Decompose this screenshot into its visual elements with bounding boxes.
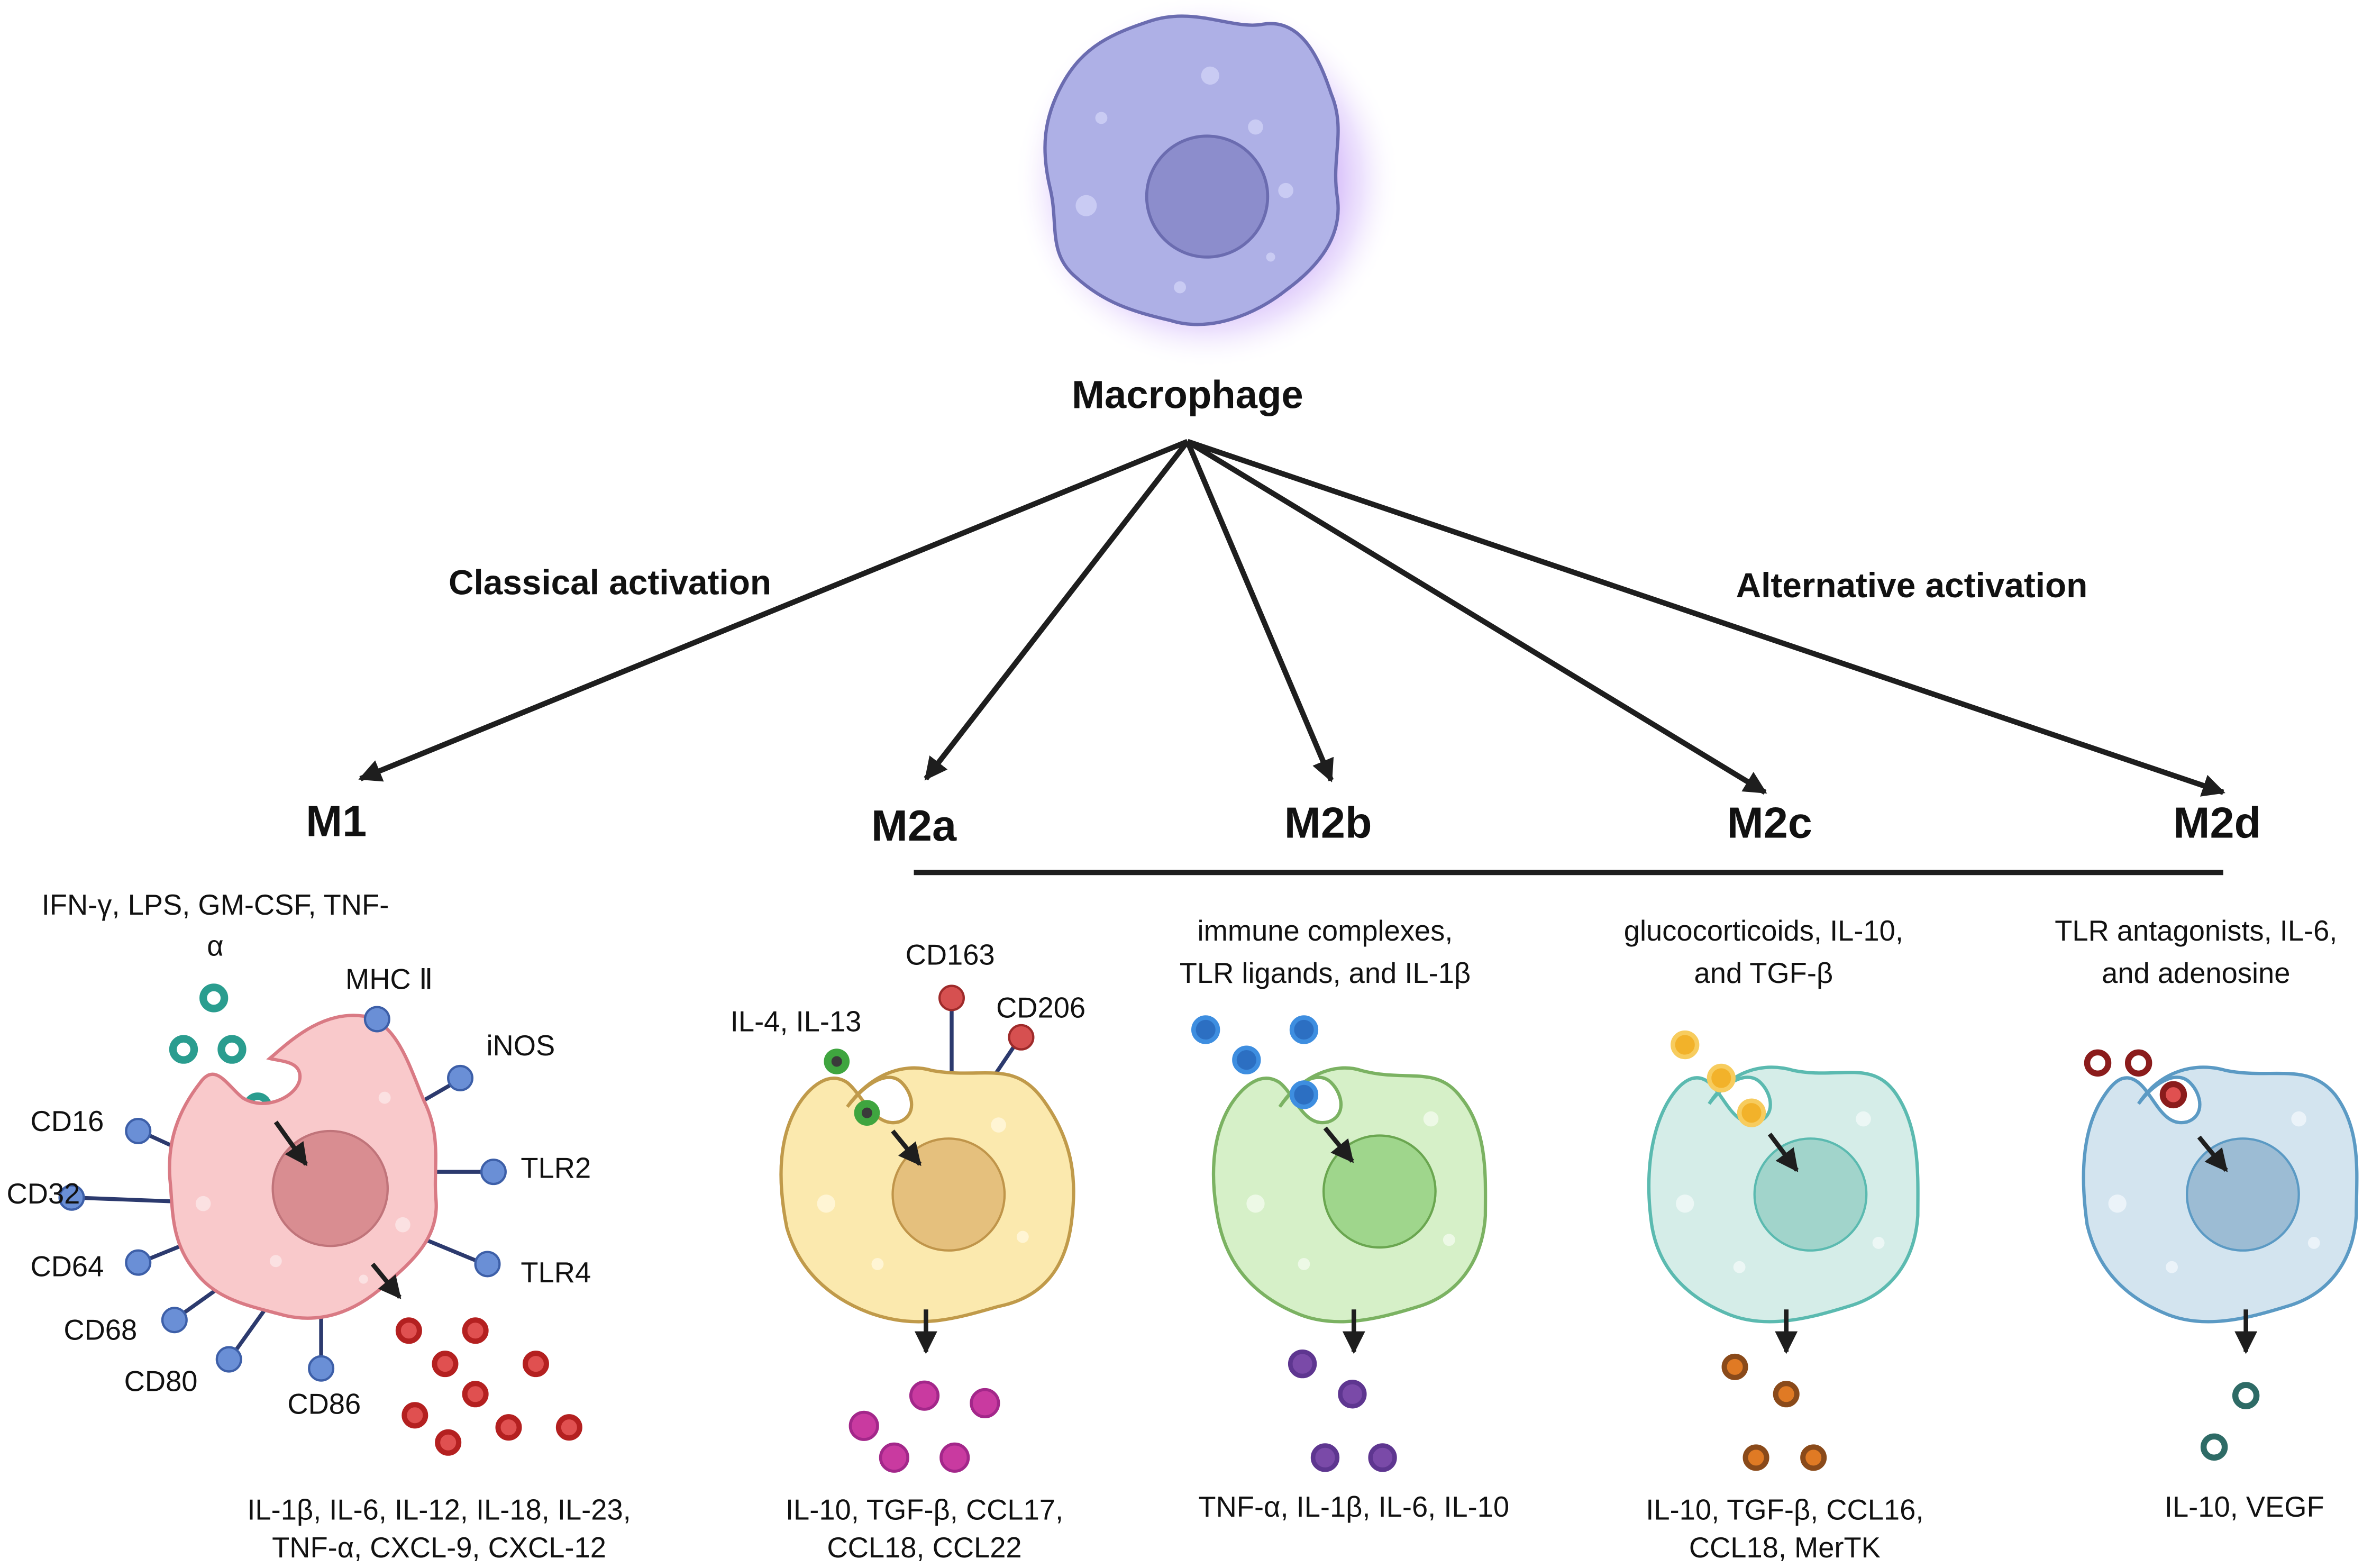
m1-marker-cd64: CD64 (30, 1250, 104, 1282)
m2d-vesicles (2108, 1111, 2320, 1273)
arrow-icon (924, 440, 1190, 781)
m2a-panel: CD163 CD206 IL-4, IL-13 IL-10, TGF-β, CC… (731, 939, 1085, 1564)
arrow-icon (2197, 1135, 2228, 1172)
m1-nucleus (271, 1129, 389, 1247)
classical-activation-label: Classical activation (449, 562, 771, 601)
m2a-stimuli: IL-4, IL-13 (731, 1005, 862, 1037)
m2b-vesicles (1246, 1111, 1455, 1270)
m2d-nucleus (2186, 1137, 2300, 1252)
m1-stimuli-line1: IFN-γ, LPS, GM-CSF, TNF- (42, 889, 389, 921)
m2a-marker-cd163: CD163 (906, 939, 995, 971)
subtype-m2b-label: M2b (1284, 798, 1372, 847)
m1-marker-cd86: CD86 (287, 1388, 361, 1420)
cytokine-icon (824, 1049, 880, 1126)
m1-marker-tlr4: TLR4 (521, 1256, 591, 1289)
m2b-secreted-line1: TNF-α, IL-1β, IL-6, IL-10 (1198, 1491, 1509, 1523)
cytokine-icon (1191, 1015, 1319, 1109)
alternative-activation-label: Alternative activation (1736, 566, 2088, 605)
m1-secreted-line2: TNF-α, CXCL-9, CXCL-12 (272, 1531, 606, 1564)
m1-vesicles (195, 1091, 410, 1284)
m1-marker-cd16: CD16 (30, 1105, 104, 1137)
arrow-icon (1767, 1133, 1799, 1172)
m1-marker-cd68: CD68 (63, 1314, 137, 1346)
cytokine-icon (849, 1380, 1000, 1473)
m1-panel: IFN-γ, LPS, GM-CSF, TNF- α (7, 889, 631, 1564)
branch-arrows (358, 439, 2225, 797)
m2d-stimuli-line1: TLR antagonists, IL-6, (2055, 915, 2337, 947)
m2a-nucleus (891, 1137, 1006, 1252)
m2d-stimuli-line2: and adenosine (2102, 957, 2290, 989)
arrow-icon (1323, 1126, 1354, 1163)
arrow-icon (891, 1129, 922, 1166)
m1-marker-tlr2: TLR2 (521, 1152, 591, 1184)
m2a-secreted-line1: IL-10, TGF-β, CCL17, (786, 1494, 1063, 1526)
m2c-vesicles (1676, 1111, 1885, 1273)
m2a-marker-cd206: CD206 (996, 992, 1085, 1024)
m2c-secreted-line2: CCL18, MerTK (1689, 1531, 1881, 1564)
m2a-vesicles (817, 1117, 1029, 1270)
m2c-nucleus (1753, 1137, 1868, 1252)
cytokine-icon (1671, 1030, 1766, 1127)
macrophage-title: Macrophage (1072, 373, 1303, 417)
m2a-secreted-line2: CCL18, CCL22 (827, 1531, 1021, 1564)
subtype-m2c-label: M2c (1727, 798, 1812, 847)
m2c-stimuli-line1: glucocorticoids, IL-10, (1624, 915, 1903, 947)
m1-marker-mhc2: MHC Ⅱ (345, 963, 433, 995)
m1-stimuli-line2: α (207, 929, 223, 962)
receptor-icon (938, 984, 1035, 1051)
m1-secreted-line1: IL-1β, IL-6, IL-12, IL-18, IL-23, (247, 1494, 631, 1526)
m2b-stimuli-line1: immune complexes, (1198, 915, 1453, 947)
arrow-icon (273, 1120, 308, 1166)
subtype-m2d-label: M2d (2173, 798, 2261, 847)
arrow-icon (1186, 439, 1767, 795)
cytokine-icon (1721, 1353, 1827, 1471)
arrow-icon (1185, 440, 1334, 782)
subtype-m1-label: M1 (306, 797, 367, 846)
arrow-icon (1187, 439, 2225, 797)
m2c-secreted-line1: IL-10, TGF-β, CCL16, (1646, 1494, 1923, 1526)
cytokine-icon (2200, 1382, 2260, 1461)
m1-marker-cd80: CD80 (124, 1365, 198, 1398)
m2d-secreted-line1: IL-10, VEGF (2165, 1491, 2324, 1523)
m2b-panel: immune complexes, TLR ligands, and IL-1β… (1180, 915, 1509, 1523)
cytokine-icon (1288, 1349, 1397, 1472)
arrow-icon (358, 439, 1189, 782)
subtype-m2a-label: M2a (871, 801, 957, 850)
m2b-stimuli-line2: TLR ligands, and IL-1β (1180, 957, 1471, 989)
receptor-icon (58, 1006, 507, 1382)
m1-marker-inos: iNOS (487, 1029, 555, 1062)
arrow-icon (370, 1262, 402, 1299)
m2c-stimuli-line2: and TGF-β (1694, 957, 1833, 989)
cytokine-icon (395, 1317, 582, 1456)
m1-marker-cd32: CD32 (7, 1178, 80, 1210)
m2b-nucleus (1322, 1134, 1437, 1249)
cytokine-icon (2159, 1081, 2187, 1109)
macrophage-cell (1014, 0, 1401, 369)
m2c-panel: glucocorticoids, IL-10, and TGF-β IL-10,… (1624, 915, 1924, 1564)
cytokine-icon (2084, 1049, 2152, 1077)
m2d-panel: TLR antagonists, IL-6, and adenosine IL-… (2055, 915, 2359, 1523)
